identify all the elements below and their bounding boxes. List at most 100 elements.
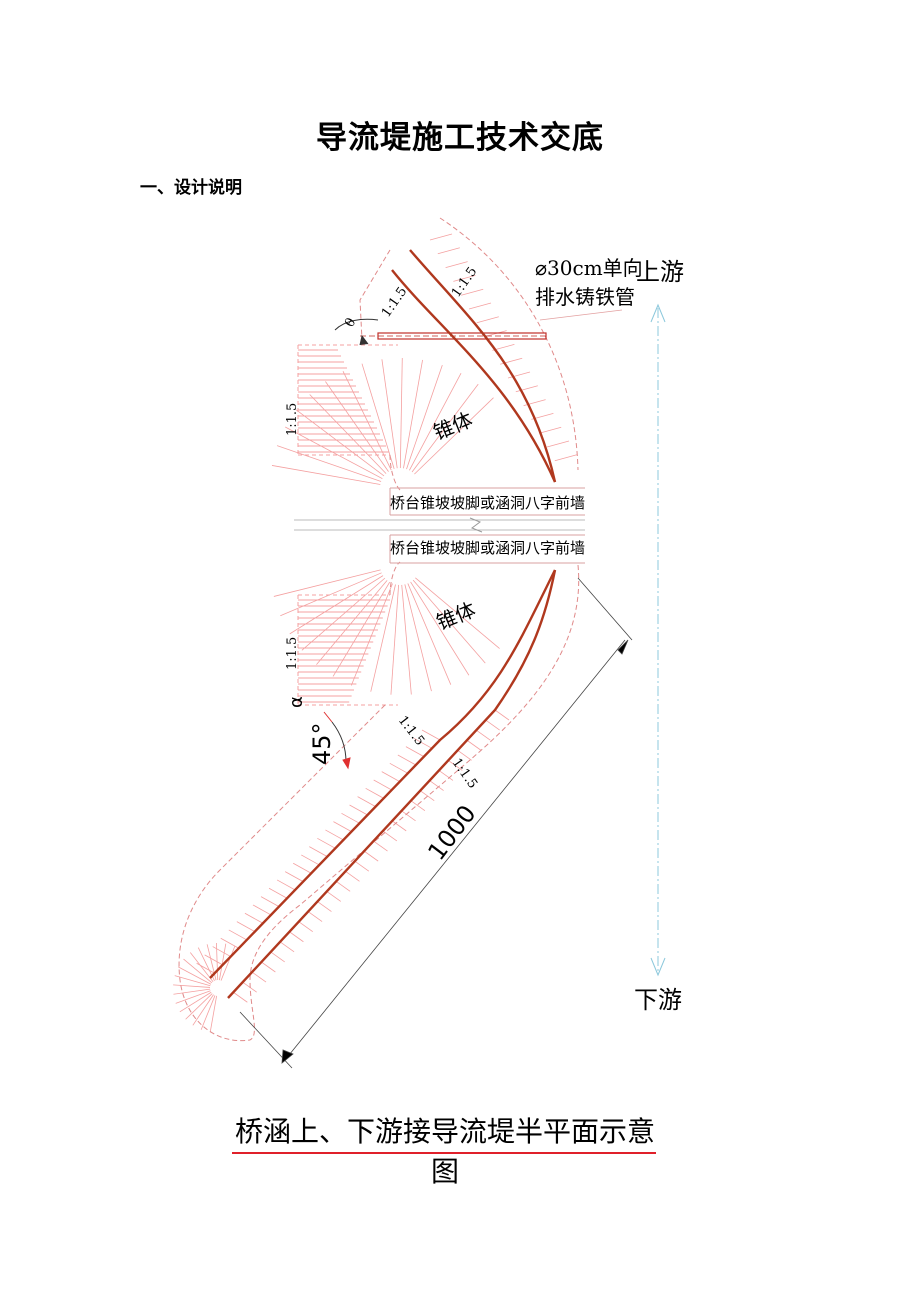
hatch-line [354,860,370,872]
hatch-line [539,426,562,434]
hatch-line [373,779,392,791]
hatch-line [401,810,416,822]
hatch-line [309,846,328,857]
drain-pipe [360,309,623,340]
cone-label-upper: 锥体 [430,407,476,444]
hatch-line [285,426,383,479]
length-dimension-label: 1000 [422,800,481,866]
hatch-line [342,370,392,471]
hatch-line [494,709,510,721]
hatch-line [363,850,379,862]
hatch-line [251,971,267,983]
hatch-line [179,991,212,1013]
hatch-line [476,316,499,324]
dike-end-fan [173,943,236,1033]
document-title: 导流堤施工技术交底 [316,120,604,156]
upper-slope-block [297,344,398,456]
hatch-line [212,946,231,957]
angle-arc-upper [334,318,379,346]
hatch-line [453,275,476,282]
hatch-line [270,951,285,963]
hatch-line [317,901,332,912]
hatch-line [209,995,218,1033]
downstream-label: 下游 [634,986,682,1014]
hatch-line [175,990,211,1004]
hatch-line [218,943,227,981]
bridge-wall-region [294,487,585,564]
hatch-line [515,385,538,393]
hatch-line [173,984,211,988]
hatch-line [429,233,453,241]
hatch-line [228,929,247,941]
hatch-line [317,837,336,849]
hatch-line [200,995,216,1030]
hatch-line [406,364,443,470]
lower-cone-fan [273,569,500,695]
hatch-line [414,397,494,475]
hatch-line [273,569,381,597]
hatch-line [391,820,407,832]
slope-ratio-label: 1:1.5 [449,264,480,300]
hatch-line [316,580,388,665]
hatch-line [554,454,577,462]
hatch-line [220,937,239,949]
hatch-line [382,830,398,842]
hatch-line [333,821,352,832]
hatch-line [421,729,441,741]
hatch-line [298,921,313,933]
hatch-line [357,796,376,807]
hatch-line [437,247,460,255]
hatch-line [410,800,426,812]
hatch-line [174,975,211,987]
hatch-line [271,465,381,485]
hatch-line [233,991,248,1003]
angle-label-lower: 45° [308,722,336,765]
hatch-line [404,584,432,692]
upper-cone-fan [271,358,494,485]
hatch-line [236,921,256,932]
lower-slope-block [297,594,398,706]
hatch-line [401,584,412,695]
hatch-line [412,579,486,664]
hatch-line [507,371,531,379]
hatch-line [361,363,395,469]
hatch-line [466,739,482,751]
pipe-label-line1: ⌀30cm单向 [535,256,643,280]
hatch-line [381,359,398,469]
hatch-line [325,829,344,841]
hatch-line [326,891,342,902]
flow-direction-arrow [650,303,666,977]
angle-label-upper: θ [342,316,359,330]
hatch-line [349,804,368,816]
hatch-line [335,881,351,892]
hatch-line [409,373,462,471]
hatch-line [309,394,387,474]
angle-arc-lower [323,711,351,770]
hatch-line [295,409,385,477]
hatch-line [307,911,323,922]
hatch-line [301,854,320,866]
hatch-line [410,581,470,676]
hatch-line [204,954,223,966]
caption-underline [232,1152,656,1154]
hatch-line [341,812,360,824]
upstream-label: 上游 [636,258,684,286]
hatch-line [345,870,360,882]
slope-ratio-label: 1:1.5 [379,284,410,320]
hatch-line [289,575,384,635]
hatch-line [405,746,425,758]
hatch-line [276,445,382,482]
hatch-line [457,749,472,761]
hatch-line [407,583,452,685]
hatch-line [332,581,391,677]
hatch-line [413,737,433,749]
slope-ratio-label: 1:1.5 [449,756,480,792]
hatch-line [189,952,214,982]
hatch-line [468,302,492,310]
hatch-line [301,577,386,651]
hatch-line [397,754,417,766]
hatch-line [260,896,280,907]
hatch-line [261,961,276,973]
hatch-line [183,958,213,984]
hatch-line [381,771,400,782]
